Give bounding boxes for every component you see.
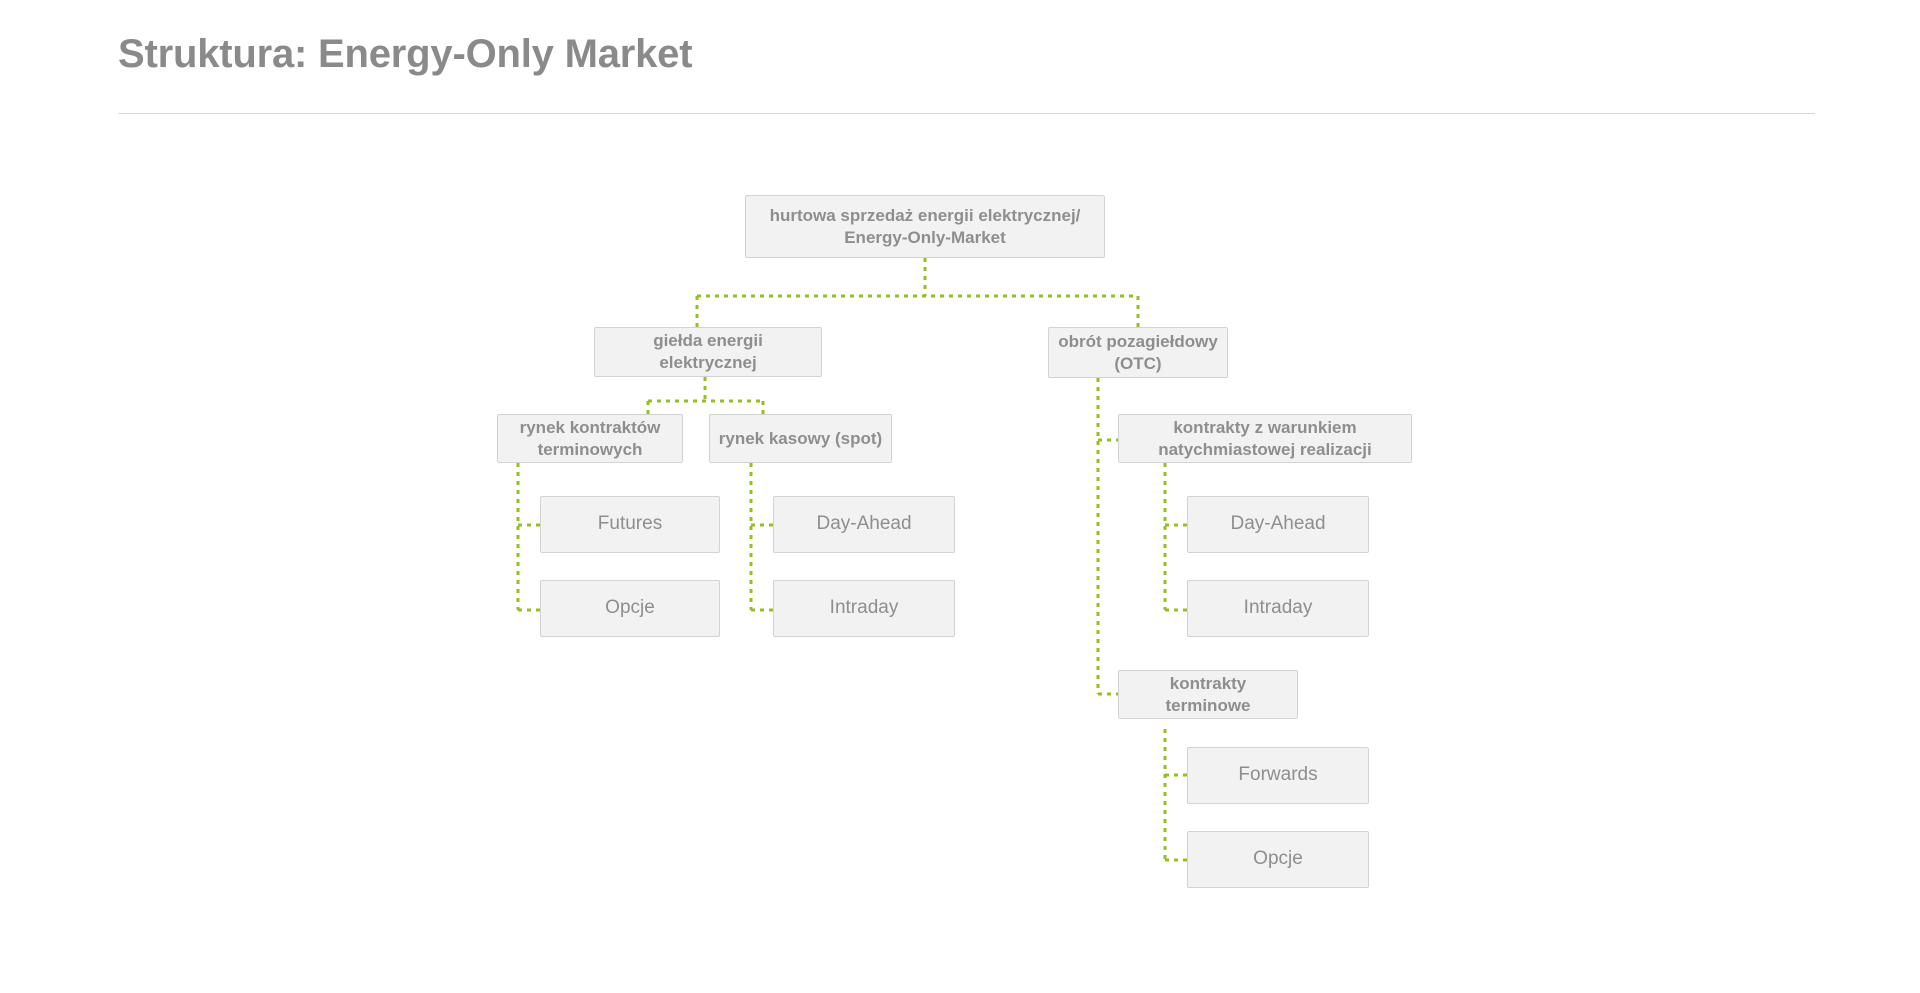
page-title: Struktura: Energy-Only Market [118, 32, 693, 76]
node-futures-market[interactable]: rynek kontraktów terminowych [497, 414, 683, 463]
node-otc-line1: obrót pozagiełdowy [1058, 331, 1218, 351]
node-otc-term-contracts[interactable]: kontrakty terminowe [1118, 670, 1298, 719]
node-opcje-exchange-label: Opcje [605, 597, 655, 619]
node-spot-market[interactable]: rynek kasowy (spot) [709, 414, 892, 463]
node-forwards[interactable]: Forwards [1187, 747, 1369, 804]
node-futures-market-line2: terminowych [537, 439, 643, 459]
node-intraday-otc-label: Intraday [1243, 597, 1313, 619]
node-otc-spot-contracts[interactable]: kontrakty z warunkiem natychmiastowej re… [1118, 414, 1412, 463]
node-otc-term-label: kontrakty terminowe [1165, 673, 1251, 715]
node-day-ahead-otc-label: Day-Ahead [1230, 513, 1326, 535]
node-futures-market-line1: rynek kontraktów [519, 417, 661, 437]
node-opcje-exchange[interactable]: Opcje [540, 580, 720, 637]
node-futures[interactable]: Futures [540, 496, 720, 553]
node-opcje-otc-label: Opcje [1253, 848, 1303, 870]
node-root-line2: Energy-Only-Market [844, 227, 1006, 247]
node-futures-label: Futures [597, 513, 663, 535]
node-forwards-label: Forwards [1238, 764, 1318, 786]
node-intraday-exchange-label: Intraday [829, 597, 899, 619]
node-exchange-label: giełda energii elektrycznej [653, 331, 763, 372]
node-otc-spot-line1: kontrakty z warunkiem [1173, 417, 1357, 437]
node-day-ahead-exchange[interactable]: Day-Ahead [773, 496, 955, 553]
node-opcje-otc[interactable]: Opcje [1187, 831, 1369, 888]
node-intraday-exchange[interactable]: Intraday [773, 580, 955, 637]
node-otc-line2: (OTC) [1114, 353, 1162, 373]
node-spot-market-label: rynek kasowy (spot) [718, 428, 883, 448]
node-otc-spot-line2: natychmiastowej realizacji [1158, 439, 1372, 459]
node-day-ahead-exchange-label: Day-Ahead [816, 513, 912, 535]
node-root-line1: hurtowa sprzedaż energii elektrycznej/ [769, 205, 1081, 225]
node-otc[interactable]: obrót pozagiełdowy (OTC) [1048, 327, 1228, 378]
node-exchange[interactable]: giełda energii elektrycznej [594, 327, 822, 377]
node-day-ahead-otc[interactable]: Day-Ahead [1187, 496, 1369, 553]
title-divider [118, 113, 1815, 114]
node-root[interactable]: hurtowa sprzedaż energii elektrycznej/ E… [745, 195, 1105, 258]
node-intraday-otc[interactable]: Intraday [1187, 580, 1369, 637]
